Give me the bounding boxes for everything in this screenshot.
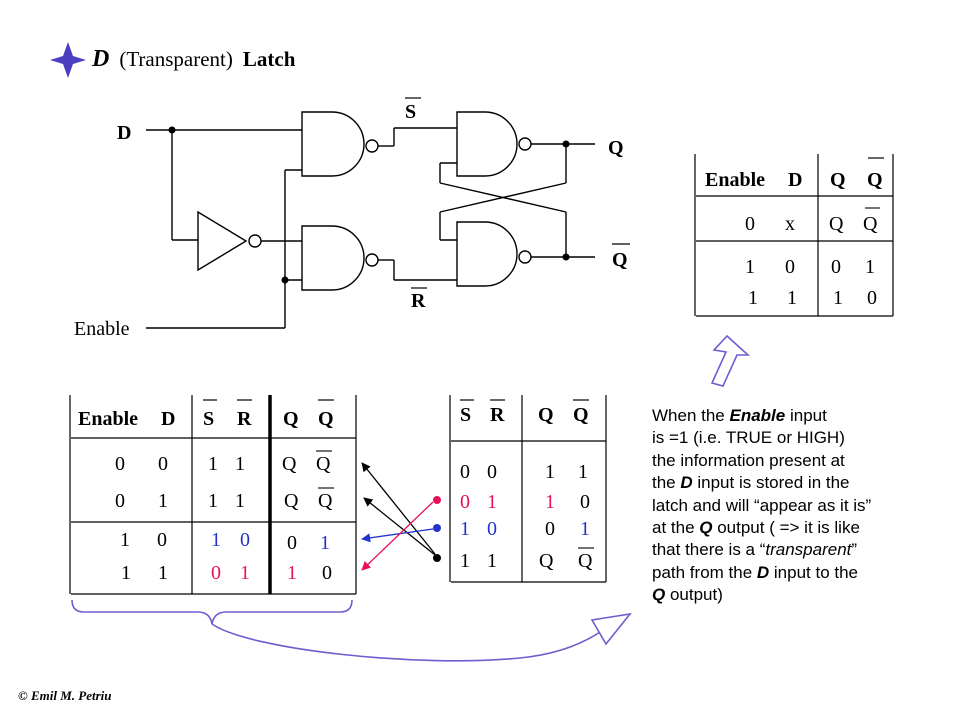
full-header-s-bar: S [203,408,214,430]
summary-header-enable: Enable [705,169,765,191]
full-cell: Q [282,453,297,475]
full-header-enable: Enable [78,408,138,430]
full-cell: 1 [121,562,131,584]
summary-cell: 1 [833,287,843,309]
full-cell: 0 [115,490,125,512]
arrow-to-row2 [363,497,436,556]
full-cell: 1 [235,490,245,512]
full-header-r-bar: R [237,408,252,430]
full-cell: Q [284,490,299,512]
bullet-star-icon [50,42,86,78]
sr-cell-blue: 1 [460,518,470,540]
input-d-label: D [117,122,131,144]
full-cell: 1 [235,453,245,475]
sr-cell: 1 [545,461,555,483]
full-truth-table: Enable D S R Q Q 0 0 1 1 Q Q 0 1 1 1 Q Q… [69,395,357,595]
blue-dot [433,524,441,532]
full-header-q-bar: Q [318,408,334,430]
summary-cell: 0 [785,256,795,278]
hollow-up-arrow [710,334,751,387]
explanation-text: When the Enable input is =1 (i.e. TRUE o… [652,406,872,605]
s-bar-label: S [405,101,416,123]
summary-cell: x [785,213,795,235]
summary-header-q: Q [830,169,846,191]
sr-cell-red: 1 [487,491,497,513]
summary-cell: 1 [865,256,875,278]
arrow-to-row3 [361,528,434,543]
r-bar-label: R [411,290,426,312]
black-dot [433,554,441,562]
full-cell-red: 1 [240,562,250,584]
full-cell: 0 [287,532,297,554]
summary-header-d: D [788,169,802,191]
output-q-label: Q [608,137,624,159]
full-cell: 1 [208,453,218,475]
sr-cell: 0 [580,491,590,513]
latch-circuit [146,111,595,329]
sr-cell: Q [539,550,554,572]
red-dot [433,496,441,504]
sr-cell: 1 [487,550,497,572]
full-cell: Q [316,453,331,475]
summary-cell: 1 [748,287,758,309]
junction-dots [168,126,570,284]
sr-truth-table: S R Q Q 0 0 1 1 0 1 1 0 1 0 0 1 1 1 Q Q [449,395,607,583]
full-cell-red: 1 [287,562,297,584]
full-cell: 1 [208,490,218,512]
full-cell: 0 [322,562,332,584]
sr-header-r-bar: R [490,404,505,426]
full-header-d: D [161,408,175,430]
summary-cell: 1 [787,287,797,309]
full-cell: Q [318,490,333,512]
sr-cell: 1 [460,550,470,572]
sr-cell-red: 0 [460,491,470,513]
full-header-q: Q [283,408,299,430]
full-cell: 0 [157,529,167,551]
summary-cell: Q [829,213,844,235]
full-cell: 0 [115,453,125,475]
full-cell: 1 [158,562,168,584]
sr-header-q: Q [538,404,554,426]
full-cell-blue: 1 [320,532,330,554]
sr-header-s-bar: S [460,404,471,426]
arrow-to-row4 [361,501,434,571]
summary-cell: 1 [745,256,755,278]
sr-cell-blue: 0 [487,518,497,540]
full-cell: 0 [158,453,168,475]
full-cell-blue: 0 [240,529,250,551]
summary-cell: 0 [867,287,877,309]
summary-truth-table: Enable D Q Q 0 x Q Q 1 0 0 1 1 1 1 0 [694,154,894,317]
full-cell-blue: 1 [211,529,221,551]
copyright: © Emil M. Petriu [18,688,112,703]
sr-cell: 0 [487,461,497,483]
arrow-to-row1 [361,462,436,555]
sr-cell: Q [578,550,593,572]
sr-cell: 0 [545,518,555,540]
sr-cell: 1 [578,461,588,483]
summary-cell: 0 [745,213,755,235]
curved-arrow-head [590,612,632,646]
full-cell-red: 0 [211,562,221,584]
input-enable-label: Enable [74,318,130,340]
summary-header-q-bar: Q [867,169,883,191]
sr-cell-red: 1 [545,491,555,513]
output-q-bar-label: Q [612,249,628,271]
curved-arrow [211,623,601,662]
sr-header-q-bar: Q [573,404,589,426]
slide-title: D (Transparent) Latch [91,46,296,72]
sr-cell: 0 [460,461,470,483]
full-cell: 1 [158,490,168,512]
full-cell: 1 [120,529,130,551]
brace [71,599,353,625]
summary-cell: Q [863,213,878,235]
sr-cell-blue: 1 [580,518,590,540]
summary-cell: 0 [831,256,841,278]
